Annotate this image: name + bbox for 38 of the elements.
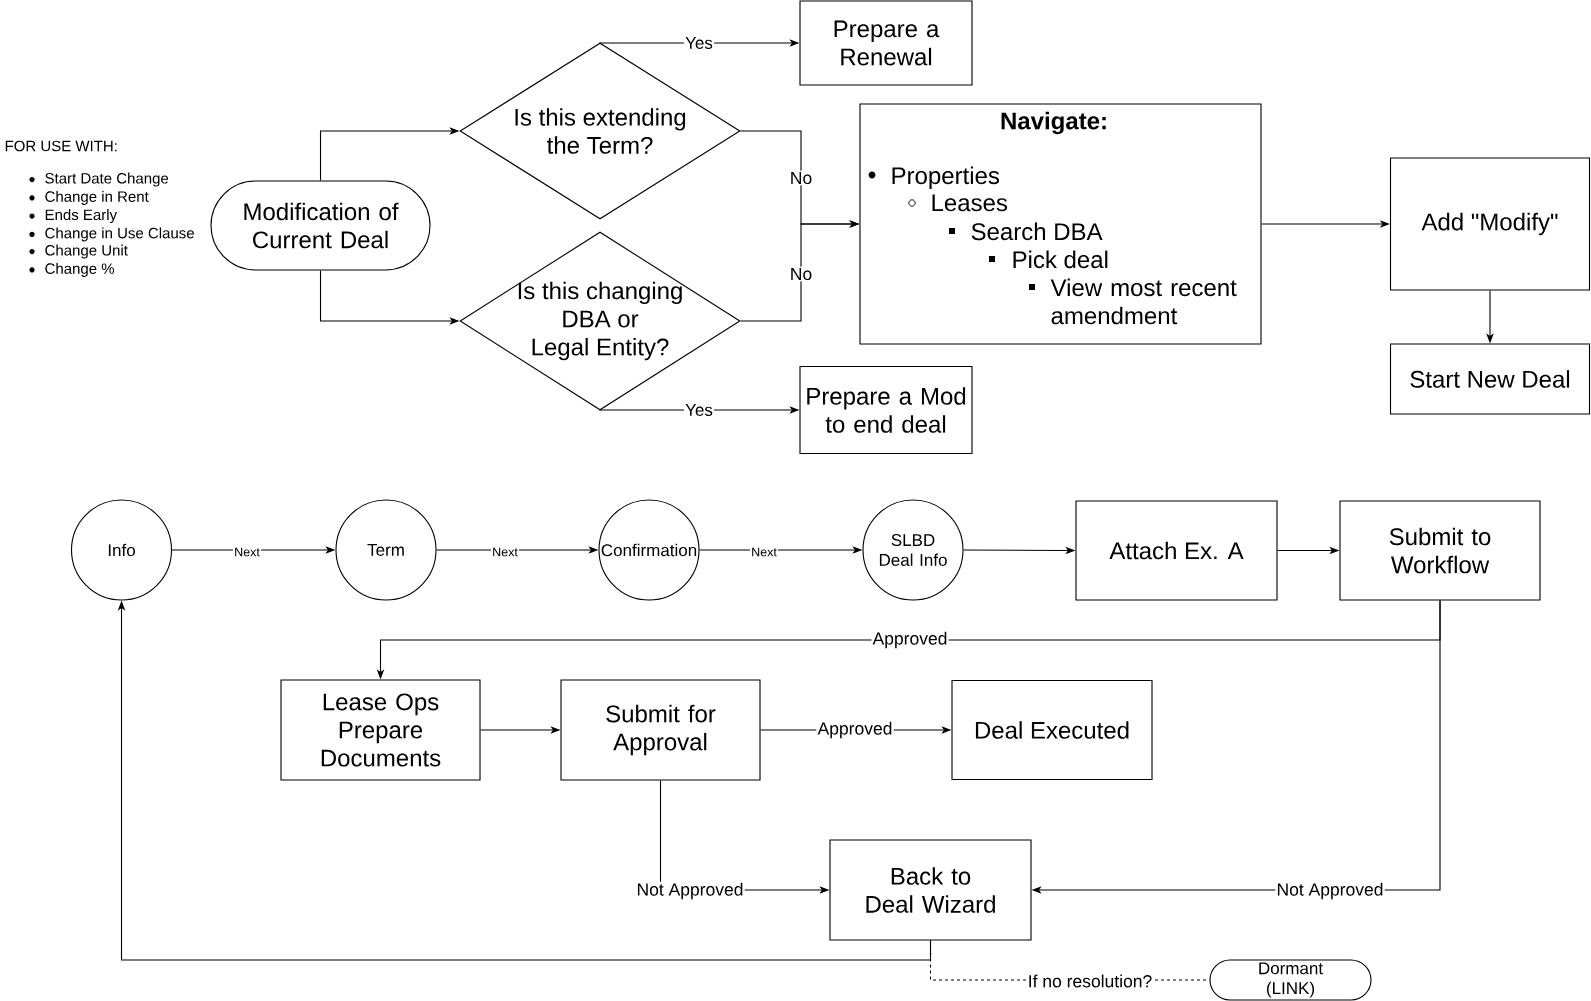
process-box: Submit for Approval <box>560 679 761 781</box>
edge-label: No <box>788 266 814 282</box>
list-heading: FOR USE WITH: <box>5 140 117 152</box>
process-box: Prepare a Mod to end deal <box>799 365 973 455</box>
edge-label: Not Approved <box>635 881 745 901</box>
list-item: Change % <box>45 262 115 277</box>
edge-label: No <box>788 170 814 186</box>
process-box: Deal Executed <box>951 679 1153 781</box>
process-box <box>859 103 1262 345</box>
list-item: Properties <box>892 166 1000 189</box>
process-box: Back to Deal Wizard <box>829 839 1032 941</box>
edge-label: Next <box>490 546 520 558</box>
process-box: Prepare a Renewal <box>799 0 973 86</box>
list-item: Change Unit <box>45 244 128 259</box>
edge-label: Yes <box>683 402 715 418</box>
list-item: Search DBA <box>971 222 1103 241</box>
list-item: Change in Rent <box>45 190 149 205</box>
edge-label: Approved <box>871 630 949 650</box>
edge-label: Next <box>749 546 779 558</box>
process-box: Lease Ops Prepare Documents <box>280 679 481 781</box>
list-item: Change in Use Clause <box>45 227 194 242</box>
list-item: Start Date Change <box>45 172 169 187</box>
edge-label: Next <box>232 546 262 558</box>
box-heading: Navigate: <box>1001 111 1106 135</box>
list-item: Ends Early <box>45 209 118 224</box>
list-item: View most recent amendment <box>1050 278 1237 325</box>
process-box: Start New Deal <box>1389 343 1591 415</box>
list-item: Leases <box>932 194 1008 212</box>
edge-label: Yes <box>683 35 715 51</box>
process-box: Attach Ex. A <box>1075 500 1278 601</box>
terminal-pill: Dormant (LINK) <box>1209 959 1372 1001</box>
edge-label: If no resolution? <box>1026 973 1154 989</box>
start-terminal: Modification of Current Deal <box>210 180 431 271</box>
edge-label: Not Approved <box>1275 881 1385 901</box>
process-box: Add "Modify" <box>1389 157 1591 291</box>
process-box: Submit to Workflow <box>1339 500 1541 601</box>
list-item: Pick deal <box>1013 250 1108 269</box>
edge-label: Approved <box>816 720 894 740</box>
